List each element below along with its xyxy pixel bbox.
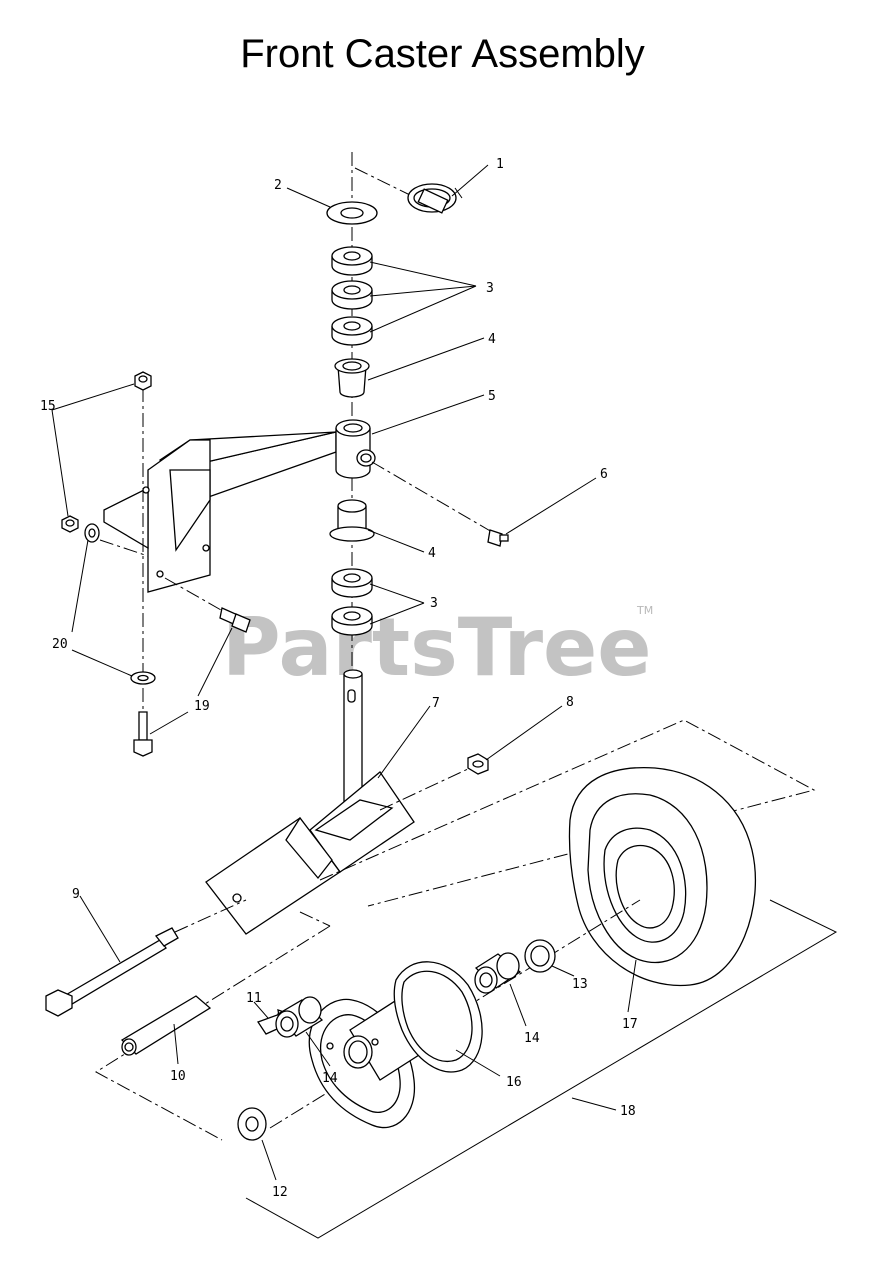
part-6-grease-fitting [487,529,509,547]
callout-20: 20 [52,637,68,652]
callout-10: 10 [170,1069,186,1084]
page-title: Front Caster Assembly [240,32,645,76]
axle-line [269,899,641,1129]
callout-3-upper: 3 [486,281,494,296]
part-17-tire [568,766,756,987]
part-9-bolt [45,927,179,1017]
part-4-bushing-lower [329,499,375,542]
part-3-spacers-lower [331,568,373,636]
callout-14-left: 14 [322,1071,338,1086]
part-20-washers [84,523,156,685]
callout-4-lower: 4 [428,546,436,561]
part-16-hub [308,961,483,1129]
callout-16: 16 [506,1075,522,1090]
axis-line-washer-20 [99,539,149,557]
callout-15: 15 [40,399,56,414]
callout-18: 18 [620,1104,636,1119]
part-4-bushing-upper [334,358,370,398]
callout-2: 2 [274,178,282,193]
callout-7: 7 [432,696,440,711]
axis-line-setscrew-6 [371,461,493,533]
callout-14-right: 14 [524,1031,540,1046]
axis-line-bolt-19 [164,577,229,615]
part-2-washer [326,201,378,225]
callout-1: 1 [496,157,504,172]
part-13-seal [524,939,556,973]
axis-line-bolt-9 [174,899,247,933]
part-5-caster-arm [103,419,376,593]
part-15-nuts [61,371,152,533]
callout-19: 19 [194,699,210,714]
callout-12: 12 [272,1185,288,1200]
callout-6: 6 [600,467,608,482]
callout-numbers: 1 2 3 4 5 6 4 3 15 20 19 7 8 9 10 11 12 … [40,157,638,1200]
axis-line-fork [299,911,331,927]
callout-4-upper: 4 [488,332,496,347]
part-1-lynch-pin [407,183,463,214]
callout-11: 11 [246,991,262,1006]
callout-8: 8 [566,695,574,710]
part-12-seal [237,1107,267,1141]
part-19-bolts [133,607,251,757]
axis-line-pin [354,167,411,196]
watermark-tm: TM [636,604,653,617]
callout-3-lower: 3 [430,596,438,611]
part-18-kit-outline [245,899,838,1239]
callout-5: 5 [488,389,496,404]
watermark-text: PartsTree [222,601,652,694]
part-8-nut [467,753,489,775]
callout-9: 9 [72,887,80,902]
part-10-spacer-tube [120,995,212,1056]
part-3-spacers-upper [331,246,373,346]
part-7-caster-fork [205,669,415,935]
part-14-bearings [275,952,522,1038]
axis-line-nut-8 [379,767,471,811]
callout-17: 17 [622,1017,638,1032]
axis-envelope-lower-left [95,925,331,1141]
leader-lines [51,164,637,1181]
callout-13: 13 [572,977,588,992]
